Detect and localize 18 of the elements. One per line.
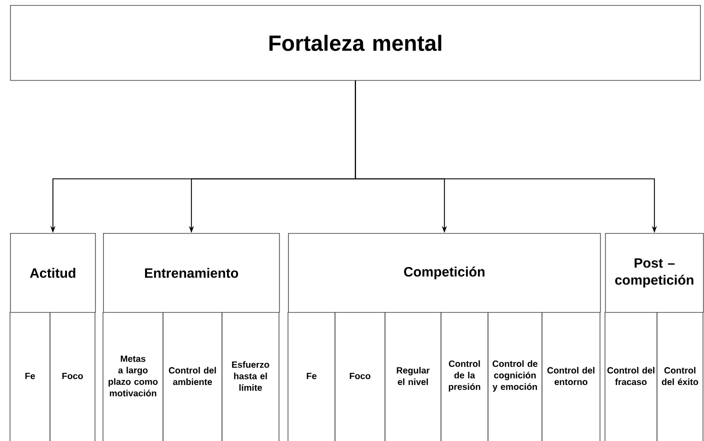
table-cell: Metas a largo plazo como motivación: [102, 312, 164, 441]
table-cell: Control del fracaso: [604, 312, 658, 441]
table-cell: Foco: [334, 312, 386, 441]
category-box: Actitud: [10, 232, 96, 313]
category-box: Competición: [288, 232, 601, 313]
table-cell: Control del éxito: [656, 312, 704, 441]
table-cell: Foco: [50, 312, 96, 441]
table-cell: Control del entorno: [542, 312, 600, 441]
table-cell: Control de la presión: [440, 312, 488, 441]
table-cell: Esfuerzo hasta el límite: [222, 312, 280, 441]
category-box: Entrenamiento: [103, 232, 280, 313]
table-cell: Control del ambiente: [162, 312, 222, 441]
title-box: Fortaleza mental: [10, 5, 701, 81]
table-cell: Fe: [10, 312, 50, 441]
table-cell: Control de cognición y emoción: [488, 312, 542, 441]
table-cell: Fe: [288, 312, 336, 441]
table-cell: Regular el nivel: [384, 312, 442, 441]
category-box: Post – competición: [605, 232, 704, 313]
